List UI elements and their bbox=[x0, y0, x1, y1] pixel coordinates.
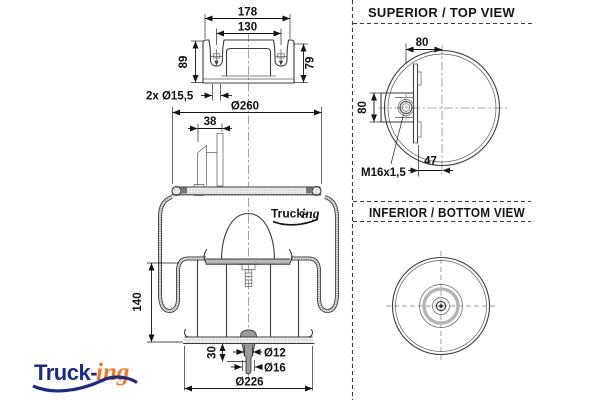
bottom-view-rubber-ring bbox=[422, 287, 460, 325]
dim-label-stud-length: 30 bbox=[207, 346, 219, 359]
dim-79: 79 bbox=[294, 43, 317, 83]
dim-label-piston-height: 140 bbox=[132, 292, 144, 311]
bracket-bolt-left bbox=[211, 49, 222, 66]
bottom-view-stud-hole bbox=[435, 300, 447, 312]
dim-label-bracket-width: 178 bbox=[238, 7, 258, 19]
top-view-drawing: 80 80 47 M16x1,5 bbox=[357, 37, 508, 179]
bottom-plate bbox=[182, 328, 315, 345]
air-port-fitting bbox=[193, 133, 224, 196]
dim-label-bolt-spacing: 130 bbox=[238, 22, 257, 34]
dim-label-thread: M16x1,5 bbox=[361, 167, 406, 179]
thread-callout: M16x1,5 bbox=[361, 114, 406, 179]
dim-holes-15-5: 2x Ø15,5 bbox=[146, 84, 232, 103]
brand-mark-text-1: Truck- bbox=[271, 207, 307, 221]
top-view-bracket bbox=[380, 92, 415, 123]
dim-label-bracket-height-right: 79 bbox=[305, 57, 317, 70]
bead-clamp-left bbox=[181, 187, 187, 194]
top-view-thread-hole bbox=[397, 94, 415, 123]
brand-mark-underline bbox=[272, 218, 319, 226]
top-plate bbox=[171, 185, 322, 197]
dim-226: Ø226 bbox=[184, 346, 313, 392]
top-view-title: SUPERIOR / TOP VIEW bbox=[368, 6, 515, 20]
main-front-view: Truck- ing bbox=[158, 33, 339, 382]
dim-89: 89 bbox=[178, 40, 203, 83]
bellows-wall-left bbox=[158, 195, 208, 313]
piston-assembly bbox=[182, 212, 315, 375]
logo-swoosh bbox=[32, 375, 138, 393]
dim-label-port-offset: 38 bbox=[204, 116, 217, 128]
bellows-brand-mark: Truck- ing bbox=[271, 206, 320, 226]
bottom-view-title: INFERIOR / BOTTOM VIEW bbox=[369, 206, 525, 220]
dim-label-bracket-height-left: 89 bbox=[178, 56, 190, 69]
brand-mark-text-2: ing bbox=[302, 206, 320, 221]
top-view-plate bbox=[412, 63, 422, 144]
dim-label-top-plate-diameter: Ø260 bbox=[231, 101, 259, 113]
bumper-flange bbox=[206, 259, 290, 265]
dim-label-stud-diameter-large: Ø16 bbox=[264, 363, 286, 375]
center-bolt bbox=[238, 263, 259, 288]
main-view-dimensions: 178 130 89 79 2x Ø15,5 bbox=[132, 7, 322, 392]
dim-30: 30 bbox=[207, 343, 246, 362]
dim-38: 38 bbox=[188, 116, 232, 142]
logo-text-blue: Truck- bbox=[34, 360, 97, 385]
dim-140: 140 bbox=[132, 262, 183, 343]
dim-label-piston-diameter: Ø226 bbox=[235, 377, 263, 389]
dim-label-plate-offset: 80 bbox=[416, 37, 429, 49]
bottom-view-drawing bbox=[386, 251, 497, 361]
dim-178: 178 bbox=[204, 7, 291, 39]
dim-label-bolt-holes: 2x Ø15,5 bbox=[146, 91, 194, 103]
bead-clamp-right bbox=[306, 187, 312, 194]
dim-260: Ø260 bbox=[172, 101, 322, 184]
right-panel: SUPERIOR / TOP VIEW bbox=[351, 0, 534, 400]
dim-16: Ø16 bbox=[231, 360, 286, 375]
bump-stop-dome bbox=[220, 212, 276, 260]
dim-12: Ø12 bbox=[233, 345, 286, 360]
dim-top-80: 80 bbox=[405, 37, 442, 64]
dim-label-flange-depth: 47 bbox=[424, 156, 437, 168]
top-bracket-outline bbox=[202, 39, 295, 84]
bracket-bolt-right bbox=[275, 49, 287, 66]
dim-label-stud-diameter-small: Ø12 bbox=[264, 348, 286, 360]
brand-logo: Truck- ing bbox=[32, 359, 138, 393]
dim-47: 47 bbox=[408, 145, 453, 177]
dim-130: 130 bbox=[216, 22, 282, 45]
dim-label-plate-height: 80 bbox=[357, 101, 369, 114]
dim-left-80: 80 bbox=[357, 92, 381, 123]
